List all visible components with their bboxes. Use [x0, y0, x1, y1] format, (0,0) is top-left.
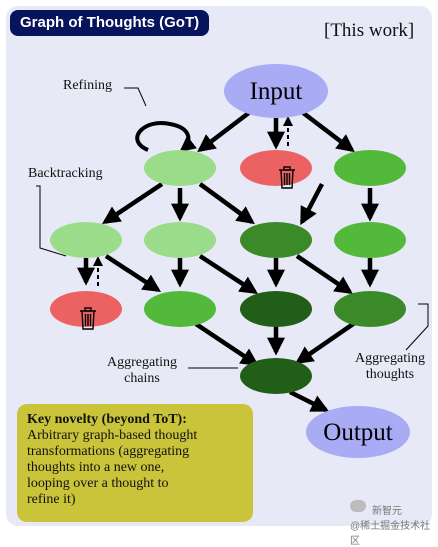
graph-nodes	[50, 64, 410, 458]
refining-label: Refining	[63, 78, 112, 93]
backtracking-label: Backtracking	[28, 166, 103, 181]
trash-icon	[279, 166, 295, 189]
discarded-thought-node	[240, 150, 312, 186]
output-node-label: Output	[323, 419, 393, 446]
graph-edges	[77, 110, 379, 413]
key-novelty-title: Key novelty (beyond ToT):	[27, 412, 187, 427]
aggregating-thoughts-line2: thoughts	[365, 367, 415, 382]
thought-node	[240, 222, 312, 258]
key-novelty-line: transformations (aggregating	[27, 444, 190, 459]
aggregated-thought-node	[240, 358, 312, 394]
output-node	[306, 406, 410, 458]
key-novelty-line: Arbitrary graph-based thought	[27, 428, 198, 443]
watermark-line1: 新智元	[372, 506, 402, 517]
watermark: 新智元 @稀土掘金技术社区	[350, 500, 434, 547]
input-node-label: Input	[250, 78, 303, 105]
backtrack-arrows	[93, 116, 293, 286]
thought-node	[334, 150, 406, 186]
aggregating-chains-line2: chains	[124, 371, 160, 386]
aggregating-thoughts-label: Aggregating thoughts	[344, 351, 436, 383]
key-novelty-line: looping over a thought to	[27, 476, 169, 491]
thought-node	[144, 150, 216, 186]
key-novelty-line: thoughts into a new one,	[27, 460, 165, 475]
aggregating-thoughts-line1: Aggregating	[355, 351, 425, 366]
thought-node	[334, 291, 406, 327]
thought-node	[144, 291, 216, 327]
label-leaders	[36, 87, 429, 369]
watermark-line2: @稀土掘金技术社区	[350, 521, 431, 547]
thought-node	[334, 222, 406, 258]
discarded-thought-node	[50, 291, 122, 327]
aggregating-chains-label: Aggregating chains	[96, 355, 188, 387]
trash-icon	[80, 307, 96, 330]
this-work-tag: [This work]	[324, 20, 415, 41]
got-graph: Input Output	[36, 64, 429, 458]
wechat-logo-icon	[350, 500, 366, 512]
aggregating-chains-line1: Aggregating	[107, 355, 177, 370]
key-novelty-line: refine it)	[27, 492, 76, 507]
thought-node	[50, 222, 122, 258]
key-novelty-box: Key novelty (beyond ToT): Arbitrary grap…	[17, 404, 253, 522]
thought-node	[240, 291, 312, 327]
loop-arrow-icon	[135, 121, 197, 153]
thought-node	[144, 222, 216, 258]
diagram-title: Graph of Thoughts (GoT)	[10, 10, 210, 36]
input-node	[224, 64, 328, 118]
